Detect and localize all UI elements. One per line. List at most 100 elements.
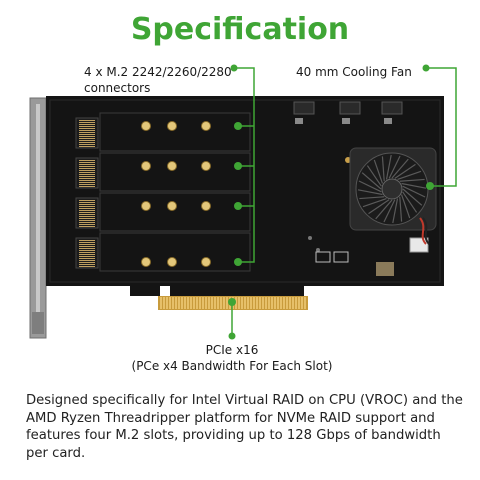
gold-finger (208, 297, 210, 309)
gold-finger (241, 297, 243, 309)
gold-finger (238, 297, 240, 309)
slot-pin (79, 124, 95, 125)
slot-pin (79, 240, 95, 241)
slot-pin (79, 254, 95, 255)
slot-pin (79, 252, 95, 253)
slot-pin (79, 266, 95, 267)
gold-finger (160, 297, 162, 309)
slot-pin (79, 210, 95, 211)
callout-dots (228, 64, 434, 340)
gold-finger (304, 297, 306, 309)
gold-finger (295, 297, 297, 309)
fan-blade (373, 159, 384, 184)
gold-finger (235, 297, 237, 309)
fan-blade (392, 198, 399, 224)
slot-pin (79, 218, 95, 219)
slot-pin (79, 256, 95, 257)
slot-pin (79, 244, 95, 245)
gold-finger (205, 297, 207, 309)
pcie-label: PCIe x16 (PCe x4 Bandwidth For Each Slot… (0, 342, 464, 374)
slot-pin (79, 130, 95, 131)
fan-blade (402, 185, 426, 198)
gold-finger (178, 297, 180, 309)
gold-finger (268, 297, 270, 309)
standoff (167, 201, 177, 211)
slot-pin (79, 144, 95, 145)
slot-pin (79, 248, 95, 249)
m2-connectors-label-line1: 4 x M.2 2242/2260/2280 (84, 65, 232, 79)
gold-finger (199, 297, 201, 309)
gold-finger (280, 297, 282, 309)
gold-finger (190, 297, 192, 309)
slot-pin (79, 128, 95, 129)
fan-blade (402, 191, 418, 213)
slot-pin (79, 204, 95, 205)
gold-finger (271, 297, 273, 309)
gold-finger (211, 297, 213, 309)
fan-blade (383, 199, 396, 223)
gold-finger (292, 297, 294, 309)
gold-finger (277, 297, 279, 309)
gold-finger (184, 297, 186, 309)
gold-finger (259, 297, 261, 309)
fan-blade (381, 156, 385, 182)
gold-finger (274, 297, 276, 309)
slot-pin (79, 140, 95, 141)
slot-pin (79, 216, 95, 217)
slot-pin (79, 200, 95, 201)
slot-pin (79, 146, 95, 147)
slot-pin (79, 264, 95, 265)
standoff (141, 161, 151, 171)
fan-blade (401, 182, 427, 189)
fan-blade (388, 155, 401, 179)
slot-pin (79, 126, 95, 127)
slot-pin (79, 180, 95, 181)
gold-finger (247, 297, 249, 309)
fan-blade (399, 178, 425, 182)
fan-blade (375, 199, 393, 220)
slot-pin (79, 212, 95, 213)
slot-pin (79, 132, 95, 133)
gold-finger (166, 297, 168, 309)
slot-pin (79, 206, 95, 207)
gold-finger (217, 297, 219, 309)
slot-pin (79, 242, 95, 243)
slot-pin (79, 142, 95, 143)
fan-blade (361, 172, 382, 190)
gold-finger (175, 297, 177, 309)
m2-slot-connectors (75, 117, 99, 269)
gold-finger (181, 297, 183, 309)
standoff (167, 161, 177, 171)
fan-blade (399, 196, 403, 222)
fan-blade (362, 197, 387, 208)
gold-finger (226, 297, 228, 309)
slot-pin (79, 172, 95, 173)
gold-finger (256, 297, 258, 309)
gold-finger (202, 297, 204, 309)
gold-finger (262, 297, 264, 309)
slot-pin (79, 170, 95, 171)
fan-blade (400, 194, 411, 219)
gold-finger (244, 297, 246, 309)
standoff (141, 121, 151, 131)
standoff (167, 121, 177, 131)
description-text: Designed specifically for Intel Virtual … (26, 393, 463, 461)
slot-pin (79, 160, 95, 161)
gold-finger (301, 297, 303, 309)
cooling-fan-label: 40 mm Cooling Fan (296, 65, 412, 79)
slot-pin (79, 166, 95, 167)
fan-blade (391, 158, 409, 179)
pcie-label-line1: PCIe x16 (205, 343, 259, 357)
mounting-bracket (29, 97, 47, 339)
gold-finger (196, 297, 198, 309)
gold-finger (298, 297, 300, 309)
gold-finger (283, 297, 285, 309)
fan-blade (359, 196, 385, 200)
slot-pin (79, 260, 95, 261)
fan-blade (366, 165, 382, 187)
fan-blade (394, 163, 416, 179)
slot-pin (79, 122, 95, 123)
slot-pin (79, 224, 95, 225)
slot-pin (79, 174, 95, 175)
